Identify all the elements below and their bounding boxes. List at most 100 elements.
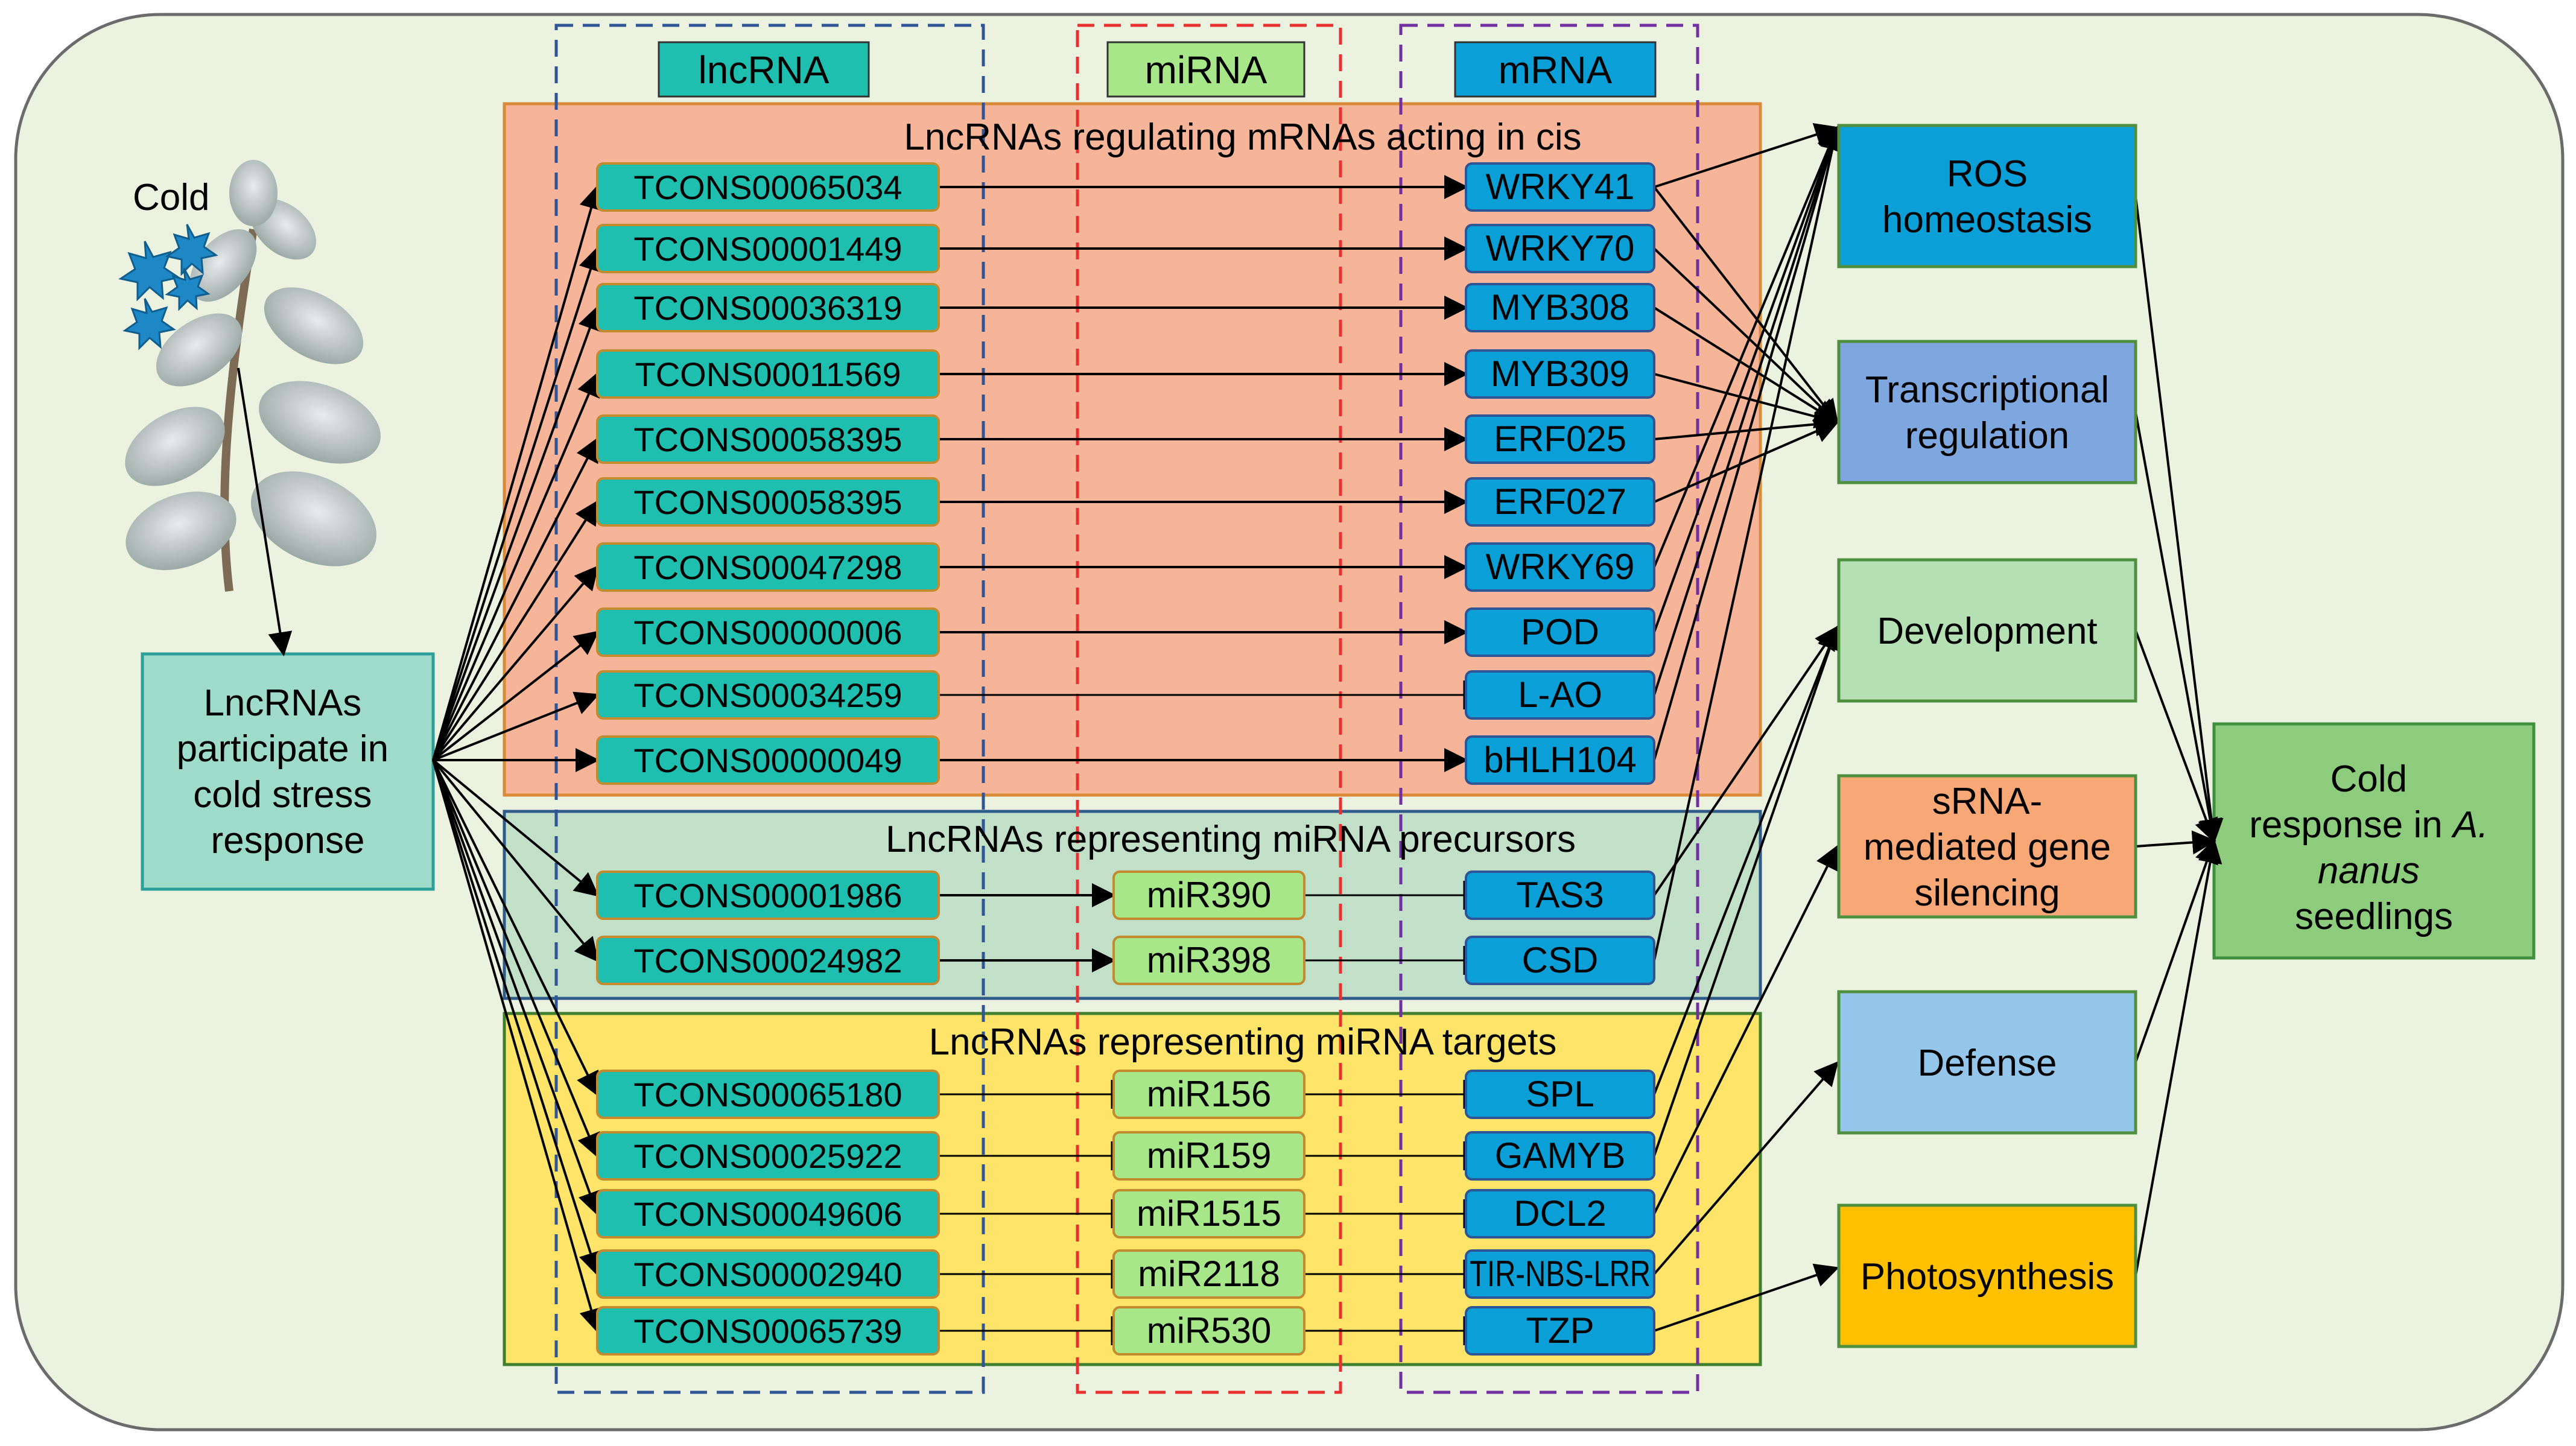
final-response-box: [2212, 722, 2536, 960]
target-section-title: LncRNAs representing miRNA targets: [929, 1021, 1557, 1063]
cis-lncrna-node-8: TCONS00000006: [596, 607, 940, 657]
target-lncrna-node-4-label: TCONS00002940: [633, 1255, 902, 1293]
cis-mrna-node-2-label: WRKY70: [1486, 228, 1635, 268]
category-box-5: Defense: [1837, 990, 2137, 1135]
cis-mrna-node-3: MYB308: [1465, 283, 1655, 332]
category-box-6-line-1: Photosynthesis: [1861, 1256, 2114, 1298]
target-mrna-node-3: DCL2: [1465, 1189, 1655, 1238]
source-to-lncrna-arrow-15: [432, 759, 601, 1216]
category-box-1-rect: [1837, 124, 2137, 268]
source-to-lncrna-arrow-5: [432, 437, 598, 761]
cis-lncrna-node-3: TCONS00036319: [596, 283, 940, 332]
target-mirna-node-1: miR156: [1112, 1070, 1305, 1119]
cis-lncrna-node-6-label: TCONS00058395: [633, 483, 902, 521]
cis-mrna-node-9: L-AO: [1465, 670, 1655, 720]
target-mirna-node-3-label: miR1515: [1137, 1193, 1281, 1234]
source-to-lncrna-arrow-14: [432, 759, 600, 1158]
cis-mrna-node-3-box: [1465, 283, 1655, 332]
cis-lncrna-node-9-box: [596, 670, 940, 720]
mrna-to-category-arrow-4: [1653, 306, 1839, 424]
cis-lncrna-node-3-label: TCONS00036319: [633, 289, 902, 327]
source-to-lncrna-arrow-6: [432, 499, 599, 761]
category-box-2-line-2: regulation: [1905, 415, 2069, 457]
target-lncrna-node-5-box: [596, 1306, 940, 1356]
tir-to-defense-arrow: [1653, 1061, 1839, 1275]
target-lncrna-node-4: TCONS00002940: [596, 1249, 940, 1299]
mrna-to-category-arrow-1: [1654, 123, 1839, 188]
target-mrna-node-1-box: [1465, 1070, 1655, 1119]
cis-lncrna-node-5-box: [596, 414, 940, 464]
cis-mrna-node-5: ERF025: [1465, 414, 1655, 464]
lncrna-header: lncRNA: [699, 48, 830, 92]
tas3-to-development-arrow: [1653, 625, 1839, 896]
lncrna-column-frame: [554, 24, 985, 1394]
target-mrna-node-5-box: [1465, 1306, 1655, 1356]
csd-to-ros-arrow: [1653, 125, 1844, 961]
cis-mrna-node-8-box: [1465, 607, 1655, 657]
cis-lncrna-node-10-box: [596, 735, 940, 785]
target-mrna-node-2-box: [1465, 1131, 1655, 1181]
precursor-mirna-node-2-box: [1112, 936, 1305, 985]
precursor-lncrna-node-2: TCONS00024982: [596, 936, 940, 985]
target-lncrna-node-3: TCONS00049606: [596, 1189, 940, 1238]
category-box-4-rect: [1837, 774, 2137, 919]
target-lncrna-node-2-label: TCONS00025922: [633, 1137, 902, 1175]
mrna-to-category-arrow-8: [1653, 125, 1840, 568]
target-mrna-node-4-box: [1465, 1249, 1655, 1299]
precursor-mirna-node-1-label: miR390: [1147, 875, 1272, 915]
precursor-mrna-node-1-box: [1465, 870, 1655, 920]
target-mirna-node-4-label: miR2118: [1138, 1254, 1280, 1294]
category-box-2-line-1: Transcriptional: [1865, 369, 2109, 411]
source-to-lncrna-arrow-11: [432, 759, 600, 897]
category-box-5-rect: [1837, 990, 2137, 1135]
cis-mrna-node-6: ERF027: [1465, 477, 1655, 527]
cis-lncrna-node-10: TCONS00000049: [596, 735, 940, 785]
category-to-final-arrow-5: [2134, 839, 2218, 1063]
cis-lncrna-node-9-label: TCONS00034259: [633, 676, 902, 714]
category-to-final-arrow-3: [2134, 630, 2218, 843]
mrna-header-box: [1454, 41, 1657, 98]
target-mirna-node-5-label: miR530: [1147, 1310, 1272, 1351]
source-to-lncrna-arrow-7: [432, 565, 599, 761]
target-mirna-node-2: miR159: [1112, 1131, 1305, 1181]
mrna-to-category-arrow-11: [1653, 125, 1843, 761]
cis-mrna-node-9-label: L-AO: [1518, 674, 1602, 715]
category-box-1-line-1: ROS: [1947, 153, 2028, 195]
cis-lncrna-node-9: TCONS00034259: [596, 670, 940, 720]
precursor-mrna-node-2: CSD: [1465, 936, 1655, 985]
cis-mrna-node-5-box: [1465, 414, 1655, 464]
source-to-lncrna-arrow-17: [432, 759, 603, 1333]
edge-layer: [237, 123, 2224, 1345]
precursor-lncrna-node-1: TCONS00001986: [596, 870, 940, 920]
target-lncrna-node-2: TCONS00025922: [596, 1131, 940, 1181]
mrna-to-category-arrow-2: [1653, 186, 1839, 425]
target-lncrna-node-1: TCONS00065180: [596, 1070, 940, 1119]
target-mirna-node-5-box: [1112, 1306, 1305, 1356]
category-box-6: Photosynthesis: [1837, 1203, 2137, 1348]
cis-mrna-node-6-box: [1465, 477, 1655, 527]
target-lncrna-node-1-label: TCONS00065180: [633, 1076, 902, 1114]
target-mirna-node-1-box: [1112, 1070, 1305, 1119]
cis-lncrna-node-4-box: [596, 349, 940, 399]
cis-lncrna-node-7: TCONS00047298: [596, 542, 940, 592]
target-mirna-node-4-box: [1112, 1249, 1305, 1299]
cis-lncrna-node-1-box: [596, 162, 940, 212]
target-mirna-node-2-label: miR159: [1147, 1135, 1272, 1176]
target-lncrna-node-5-label: TCONS00065739: [633, 1312, 902, 1350]
mrna-to-category-arrow-6: [1654, 412, 1839, 440]
source-to-lncrna-arrow-1: [432, 185, 603, 761]
cis-mrna-node-5-label: ERF025: [1494, 419, 1626, 459]
category-box-4-line-2: mediated gene: [1864, 826, 2111, 868]
target-mrna-node-1: SPL: [1465, 1070, 1655, 1119]
cis-mrna-node-7: WRKY69: [1465, 542, 1655, 592]
cis-mrna-node-9-box: [1465, 670, 1655, 720]
target-mirna-node-3-box: [1112, 1189, 1305, 1238]
precursor-mirna-node-1: miR390: [1112, 870, 1305, 920]
cis-mrna-node-10-label: bHLH104: [1483, 740, 1637, 780]
source-to-lncrna-arrow-12: [432, 759, 599, 963]
category-box-3-rect: [1837, 558, 2137, 703]
tzp-to-photosynthesis-arrow: [1654, 1263, 1839, 1332]
cis-lncrna-node-8-label: TCONS00000006: [633, 614, 902, 652]
